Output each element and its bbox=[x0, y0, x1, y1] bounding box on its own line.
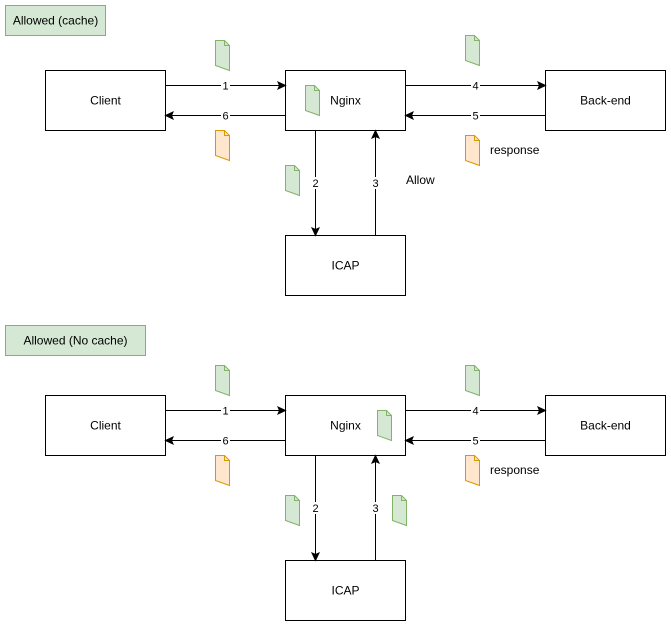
nginx-node-label: Nginx bbox=[330, 419, 361, 433]
client-node-label: Client bbox=[90, 94, 121, 108]
edge-nginx-to-backend: 4 bbox=[405, 79, 547, 93]
edge-nginx-to-icap: 2 bbox=[310, 130, 321, 237]
edge-label-2: 2 bbox=[312, 178, 318, 190]
document-green-icon bbox=[285, 165, 300, 196]
backend-reply-note: response bbox=[490, 143, 540, 157]
edge-client-to-nginx: 1 bbox=[165, 79, 287, 93]
edge-label-1: 1 bbox=[222, 406, 228, 418]
document-green-icon bbox=[392, 495, 407, 526]
backend-reply-note: response bbox=[490, 463, 540, 477]
edge-nginx-to-icap: 2 bbox=[310, 455, 321, 562]
document-green-icon bbox=[465, 35, 480, 66]
backend-node-label: Back-end bbox=[580, 419, 631, 433]
edge-label-5: 5 bbox=[472, 436, 478, 448]
icap-node-label: ICAP bbox=[331, 584, 359, 598]
edge-label-6: 6 bbox=[222, 111, 228, 123]
nginx-node-label: Nginx bbox=[330, 94, 361, 108]
diagram-allowed-no-cache: Allowed (No cache) Client Nginx Back-end… bbox=[5, 325, 666, 621]
scenario-tag-label: Allowed (No cache) bbox=[23, 334, 127, 348]
document-green-icon bbox=[285, 495, 300, 526]
edge-label-1: 1 bbox=[222, 81, 228, 93]
edge-label-6: 6 bbox=[222, 436, 228, 448]
document-green-icon bbox=[215, 365, 230, 396]
edge-icap-to-nginx: 3 bbox=[370, 454, 381, 561]
client-node: Client bbox=[45, 395, 166, 456]
edge-client-to-nginx: 1 bbox=[165, 404, 287, 418]
edge-backend-to-nginx: 5 bbox=[404, 434, 546, 448]
document-green-icon bbox=[465, 365, 480, 396]
edge-label-4: 4 bbox=[472, 406, 478, 418]
scenario-tag-label: Allowed (cache) bbox=[13, 14, 98, 28]
edge-icap-to-nginx: 3 bbox=[370, 129, 381, 236]
edge-backend-to-nginx: 5 bbox=[404, 109, 546, 123]
scenario-tag: Allowed (No cache) bbox=[5, 325, 146, 356]
edge-nginx-to-client: 6 bbox=[164, 109, 286, 123]
document-orange-icon bbox=[465, 455, 480, 486]
nginx-node: Nginx bbox=[285, 70, 406, 131]
edge-label-2: 2 bbox=[312, 503, 318, 515]
edge-label-3: 3 bbox=[372, 178, 378, 190]
document-green-icon bbox=[305, 85, 320, 116]
client-node: Client bbox=[45, 70, 166, 131]
document-green-icon bbox=[377, 410, 392, 441]
document-green-icon bbox=[215, 40, 230, 71]
icap-node: ICAP bbox=[285, 560, 406, 621]
edge-label-3: 3 bbox=[372, 503, 378, 515]
scenario-tag: Allowed (cache) bbox=[5, 5, 106, 36]
backend-node-label: Back-end bbox=[580, 94, 631, 108]
edge-label-5: 5 bbox=[472, 111, 478, 123]
icap-node-label: ICAP bbox=[331, 259, 359, 273]
document-orange-icon bbox=[215, 455, 230, 486]
backend-node: Back-end bbox=[545, 395, 666, 456]
icap-result-note: Allow bbox=[406, 173, 435, 187]
document-orange-icon bbox=[215, 130, 230, 161]
client-node-label: Client bbox=[90, 419, 121, 433]
diagram-allowed-cache: Allowed (cache) Client Nginx Back-end IC… bbox=[5, 5, 666, 296]
edge-nginx-to-backend: 4 bbox=[405, 404, 547, 418]
edge-nginx-to-client: 6 bbox=[164, 434, 286, 448]
backend-node: Back-end bbox=[545, 70, 666, 131]
edge-label-4: 4 bbox=[472, 81, 478, 93]
icap-node: ICAP bbox=[285, 235, 406, 296]
document-orange-icon bbox=[465, 135, 480, 166]
